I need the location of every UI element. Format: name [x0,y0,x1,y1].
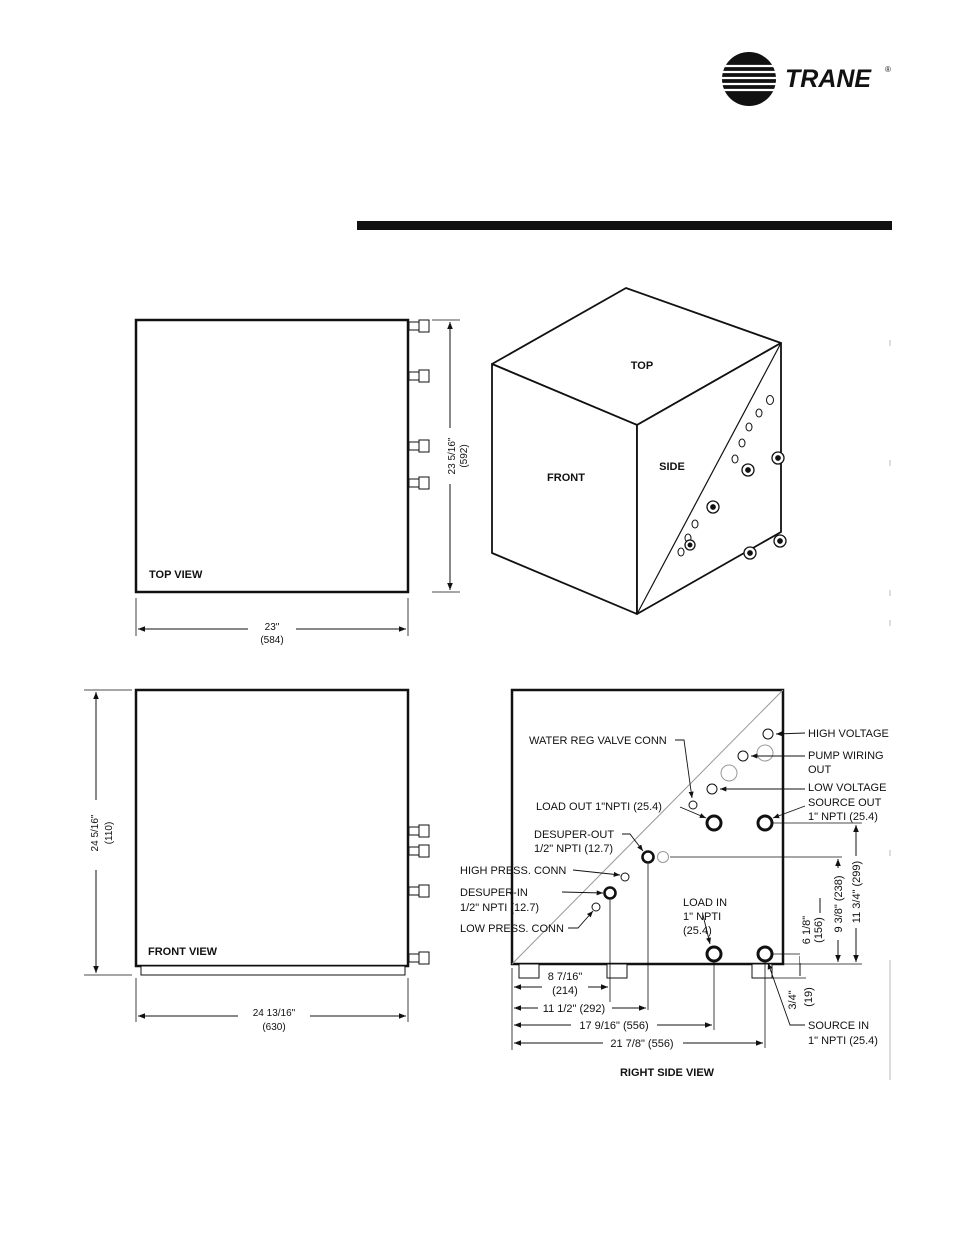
iso-side-fittings [684,451,787,560]
high-voltage-leader [775,731,806,737]
desuper-in-label-2: 1/2" NPTI (12.7) [460,902,539,914]
front-view-outline [134,688,410,968]
dim-6-1-8-mm: (156) [813,917,825,943]
dim-11-1-2: 11 1/2" (292) [543,1003,605,1015]
iso-panel-diagonal [636,342,782,615]
low-press-label: LOW PRESS. CONN [460,923,564,935]
high-voltage-port [762,728,774,740]
high-press-port [620,872,630,882]
source-out-label-1: SOURCE OUT [808,797,882,809]
desuper-in-leader [561,890,604,896]
high-press-leader [572,869,621,877]
dim-11-3-4: 11 3/4" (299) [851,861,863,923]
low-voltage-port [706,783,718,795]
source-in-fitting [756,945,774,963]
foot-mid [606,963,628,979]
top-depth-in: 23 5/16" [447,437,458,474]
source-in-label-1: SOURCE IN [808,1020,869,1032]
low-voltage-label: LOW VOLTAGE [808,782,886,794]
load-in-label-1: LOAD IN [683,897,727,909]
dim-3-4: 3/4" [787,990,799,1009]
low-press-port [591,902,601,912]
top-width-mm: (584) [260,635,283,646]
foot-right [751,963,773,979]
front-view-fittings [408,824,430,965]
foot-left [518,963,540,979]
source-in-label-2: 1" NPTI (25.4) [808,1035,878,1047]
source-out-leader [772,805,806,819]
source-out-fitting [756,814,774,832]
top-width-in: 23" [265,622,280,633]
iso-front-label: FRONT [547,472,585,484]
water-reg-label: WATER REG VALVE CONN [529,735,667,747]
dim-8-7-16: 8 7/16" [548,971,583,983]
knockout-circle [720,764,738,782]
header-rule [357,221,892,230]
dim-6-1-8: 6 1/8" [801,916,813,944]
front-height-mm: (110) [104,822,115,845]
top-depth-mm: (592) [459,444,470,467]
low-press-leader [568,910,594,929]
trane-logo: TRANE ® [722,52,891,106]
iso-top-label: TOP [631,360,653,372]
front-view: FRONT VIEW 24 5/16" (110) 24 13/16" (630… [84,688,430,1036]
front-width-in: 24 13/16" [253,1008,296,1019]
right-side-view: WATER REG VALVE CONN LOAD OUT 1"NPTI (25… [460,688,889,1079]
top-view-fittings [408,319,430,490]
dim-8-7-16-mm: (214) [552,985,578,997]
top-view: TOP VIEW 23" (584) 23 5/16" (592) [134,318,471,648]
water-reg-port [688,800,698,810]
high-press-label: HIGH PRESS. CONN [460,865,566,877]
pump-wiring-label-1: PUMP WIRING [808,750,884,762]
load-out-leader [679,806,707,819]
desuper-out-label-1: DESUPER-OUT [534,829,614,841]
load-out-fitting [705,814,723,832]
top-view-title: TOP VIEW [149,569,203,581]
desuper-out-leader [622,833,644,852]
pump-wiring-label-2: OUT [808,764,832,776]
right-side-diagonal [511,689,784,965]
desuper-out-label-2: 1/2" NPTI (12.7) [534,843,613,855]
brand-name: TRANE [785,65,872,93]
iso-side-label: SIDE [659,461,685,473]
right-side-view-title: RIGHT SIDE VIEW [620,1067,715,1079]
source-out-label-2: 1" NPTI (25.4) [808,811,878,823]
dim-3-4-mm: (19) [803,987,815,1007]
desuper-out-fitting [641,850,655,864]
dim-21-7-8: 21 7/8" (556) [610,1038,673,1050]
load-in-fitting [705,945,723,963]
load-in-label-3: (25.4) [683,925,712,937]
pump-wiring-knockout [756,744,774,762]
front-width-mm: (630) [262,1022,285,1033]
dim-9-3-8: 9 3/8" (238) [833,875,845,932]
front-view-title: FRONT VIEW [148,946,218,958]
trademark: ® [885,65,891,74]
source-in-leader [767,962,805,1026]
high-voltage-label: HIGH VOLTAGE [808,728,889,740]
desuper-in-label-1: DESUPER-IN [460,887,528,899]
front-view-base [140,965,406,976]
load-out-label: LOAD OUT 1"NPTI (25.4) [536,801,662,813]
top-view-outline [134,318,410,594]
load-in-label-2: 1" NPTI [683,911,721,923]
desuper-out-ghost [657,851,669,863]
front-height-in: 24 5/16" [90,814,101,851]
pump-wiring-port [737,750,749,762]
desuper-in-fitting [603,886,617,900]
water-reg-leader [675,739,694,799]
dim-17-9-16: 17 9/16" (556) [579,1020,648,1032]
isometric-view: TOP FRONT SIDE [491,287,787,615]
load-in-leader [702,914,711,945]
